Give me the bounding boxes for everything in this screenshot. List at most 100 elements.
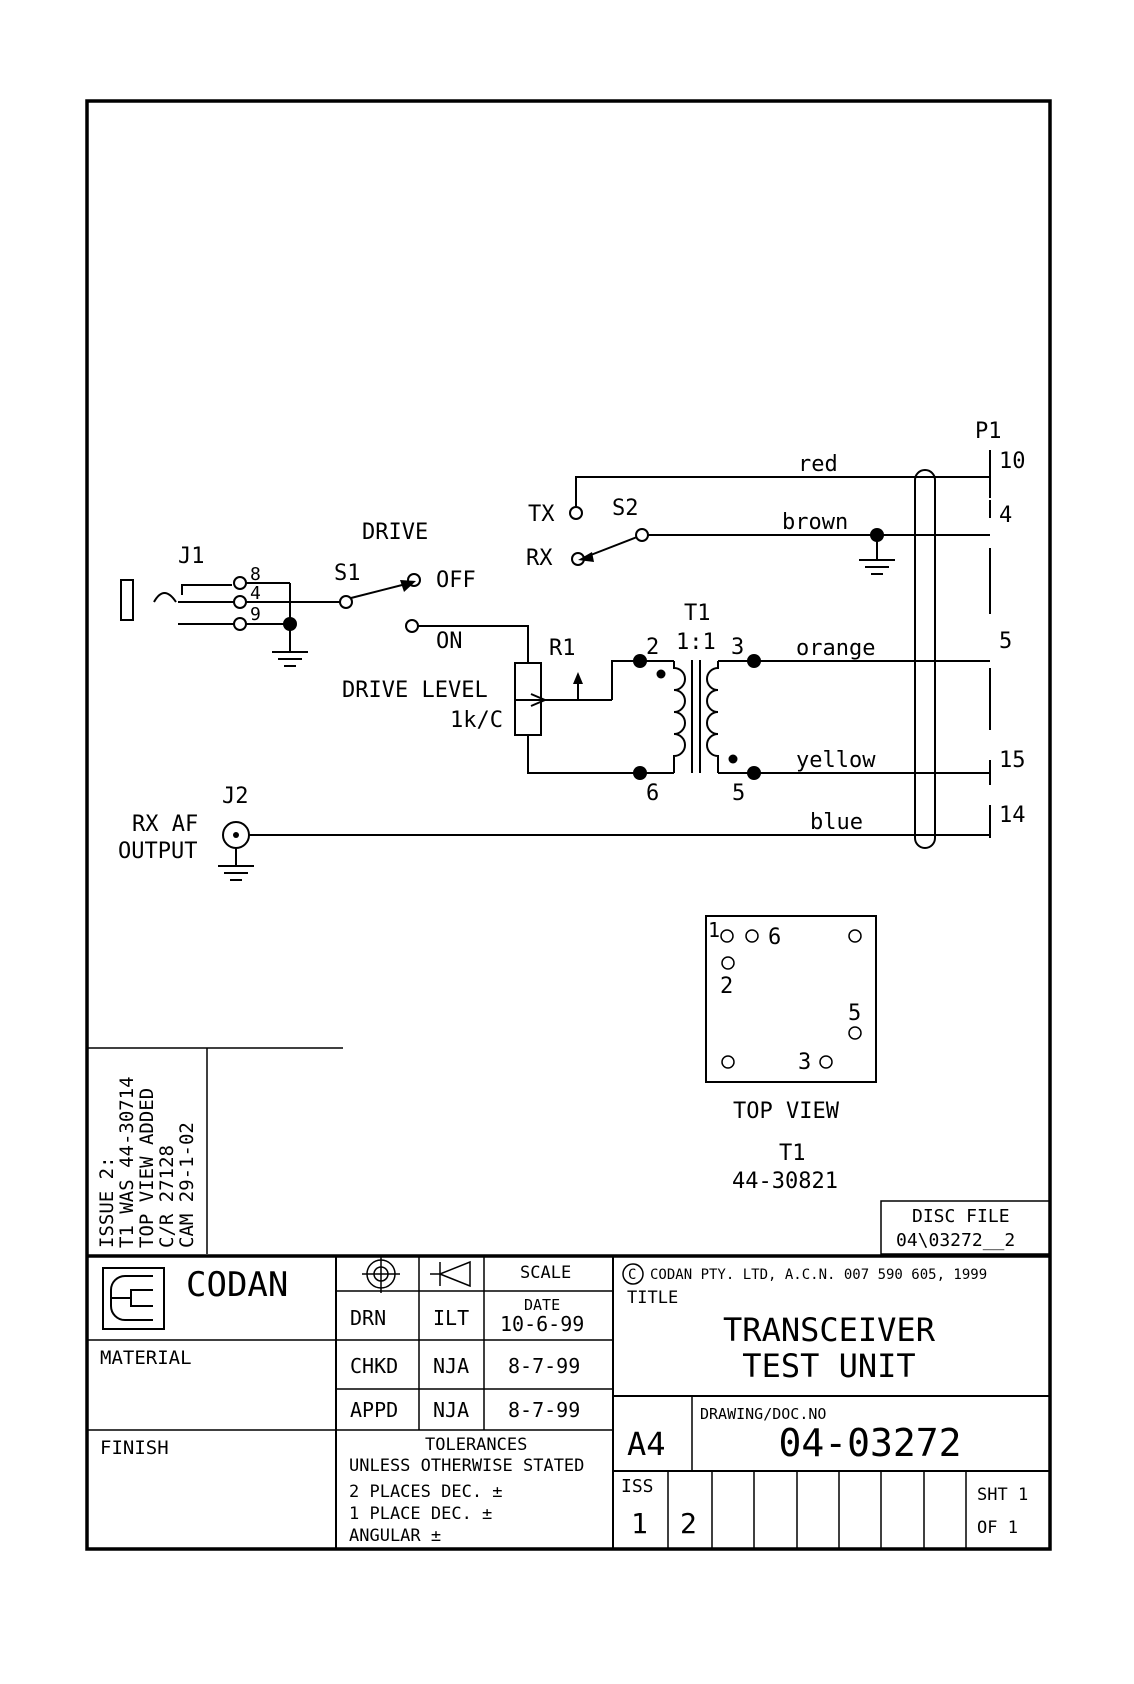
checked-initials: NJA [433,1354,469,1378]
top-view-outline [705,915,877,1083]
switch-s1-off-contact [407,573,421,587]
switch-s2-tx-label: TX [528,502,555,527]
sheet-number: SHT 1 [977,1485,1028,1505]
doc-number: 04-03272 [778,1421,961,1465]
wire-color-label: red [798,452,838,477]
revision-note: ISSUE 2: T1 WAS 44-30714 TOP VIEW ADDED … [87,1047,343,1254]
issue-number: 1 [631,1507,648,1540]
disc-file-label: DISC FILE [912,1206,1010,1227]
transformer-t1-pin-label: 3 [731,635,744,660]
tolerance-line: 2 PLACES DEC. ± [349,1482,503,1502]
wire-color-label: orange [796,636,875,661]
switch-s2-arrow [578,552,594,562]
wire [418,625,529,663]
transformer-t1: T1 1:1 2 3 6 5 [633,601,761,806]
top-view-pin-label: 6 [768,925,781,950]
wire-color-label: blue [810,810,863,835]
top-view-pin [720,929,734,943]
wire-color-label: brown [782,510,848,535]
switch-s2: TX RX S2 [526,496,649,571]
potentiometer-r1-ref: R1 [549,636,576,661]
ground-symbol [859,559,895,575]
doc-no-label: DRAWING/DOC.NO [700,1405,826,1423]
checked-role: CHKD [350,1354,398,1378]
potentiometer-r1-value: 1k/C [450,708,503,733]
connector-p1-pin-label: 10 [999,449,1026,474]
switch-s1-blade [350,582,411,599]
drawing-frame [85,99,1052,1551]
switch-s1-arrow [400,580,416,592]
connector-p1: P1 10 4 5 15 14 [975,419,1026,838]
switch-s1-off-label: OFF [436,568,476,593]
company-name: CODAN [186,1265,288,1305]
switch-s2-ref: S2 [612,496,639,521]
checked-date: 8-7-99 [508,1354,580,1378]
transformer-t1-pin-label: 5 [732,781,745,806]
switch-s1-common [339,595,353,609]
top-view-pin [721,1055,735,1069]
jack-j1-pin-label: 8 [250,564,261,585]
connector-j2: J2 RX AF OUTPUT [118,784,254,881]
connector-j2-label: OUTPUT [118,839,197,864]
tolerance-line: 1 PLACE DEC. ± [349,1504,492,1524]
jack-j1-tip-spring [181,584,232,595]
title-block: CODAN MATERIAL FINISH SCALE DRN ILT DATE… [87,1254,1050,1549]
revision-note-line: TOP VIEW ADDED [136,1088,158,1248]
connector-p1-pin-label: 5 [999,629,1012,654]
jack-j1-pin-4 [233,595,247,609]
ground-symbol [272,651,308,667]
transformer-t1-phase-dot [728,754,738,764]
connector-p1-pin-label: 4 [999,503,1012,528]
drawing-title: TEST UNIT [742,1347,915,1385]
scale-label: SCALE [520,1263,571,1283]
switch-s2-rx-label: RX [526,546,553,571]
wire [527,735,640,774]
jack-j1-pin-label: 4 [250,583,261,604]
top-view-caption: TOP VIEW [733,1099,840,1124]
potentiometer-r1-wiper-arrow [530,693,546,707]
transformer-t1-ref: T1 [684,601,711,626]
top-view-pin [848,1026,862,1040]
top-view-part-number: 44-30821 [732,1169,838,1194]
switch-s1-on-label: ON [436,629,463,654]
potentiometer-r1: R1 DRIVE LEVEL 1k/C [342,636,612,736]
issue-number: 2 [680,1507,697,1540]
top-view-pin [721,956,735,970]
approved-date: 8-7-99 [508,1398,580,1422]
revision-note-line: T1 WAS 44-30714 [116,1076,138,1248]
top-view-pin [745,929,759,943]
potentiometer-r1-adjust-arrow [573,672,583,684]
tolerance-line: ANGULAR ± [349,1526,441,1546]
title-label: TITLE [627,1288,678,1308]
jack-j1: J1 8 4 9 [120,544,261,631]
connector-p1-pin-label: 15 [999,748,1026,773]
revision-note-line: ISSUE 2: [96,1156,118,1248]
material-label: MATERIAL [100,1347,192,1369]
wire [611,660,640,700]
top-view-pin-label: 5 [848,1001,861,1026]
drawn-date: 10-6-99 [500,1312,584,1336]
wire-color-label: yellow [796,748,876,773]
copyright-symbol [622,1263,644,1285]
approved-initials: NJA [433,1398,469,1422]
drawn-initials: ILT [433,1306,469,1330]
tolerances-title: TOLERANCES [425,1435,527,1455]
connector-j2-ref: J2 [222,784,249,809]
issue-label: ISS [621,1476,654,1497]
codan-logo [102,1267,165,1330]
top-view-pin-label: 1 [708,918,720,942]
disc-file-value: 04\03272__2 [896,1230,1015,1251]
top-view-pin [848,929,862,943]
revision-note-line: C/R 27128 [156,1145,178,1248]
sheet-size: A4 [627,1425,666,1463]
wire-red [575,476,990,507]
approved-role: APPD [350,1398,398,1422]
transformer-t1-pin-label: 2 [646,635,659,660]
transformer-t1-ratio: 1:1 [676,630,716,655]
ground-symbol [218,865,254,881]
copyright-symbol-letter: C [628,1267,636,1283]
switch-s1-ref: S1 [334,561,361,586]
cable-bundle [914,469,936,849]
top-view-pin-label: 2 [720,974,733,999]
